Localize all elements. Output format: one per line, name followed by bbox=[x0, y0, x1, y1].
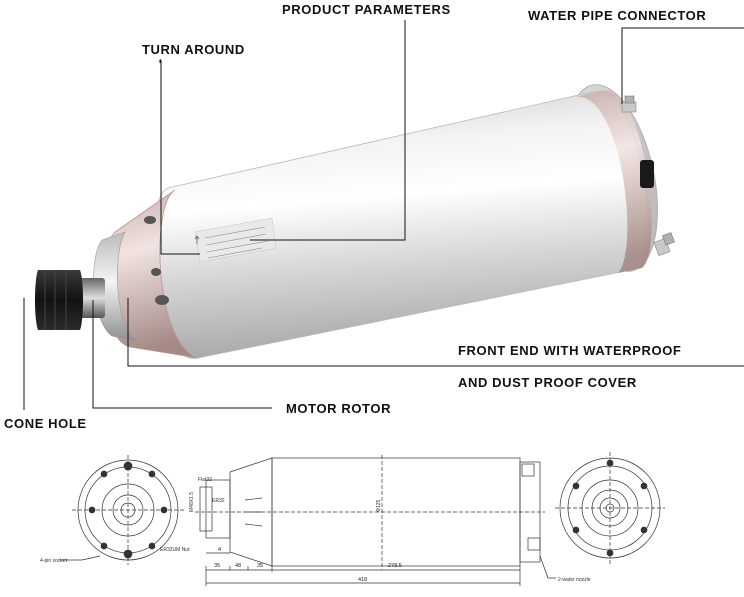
dim-418: 418 bbox=[358, 577, 367, 583]
dim-48: 48 bbox=[235, 563, 241, 569]
technical-drawing bbox=[60, 452, 665, 586]
drawing-diameter-label: Φ125 bbox=[376, 499, 382, 512]
dim-35b: 35 bbox=[257, 563, 263, 569]
water-connector-bottom bbox=[653, 232, 675, 257]
collar-hole bbox=[155, 295, 169, 305]
dim-35a: 35 bbox=[214, 563, 220, 569]
power-socket bbox=[640, 160, 654, 188]
callout-cone-hole: CONE HOLE bbox=[4, 416, 87, 431]
side-view bbox=[195, 455, 556, 586]
dim-4: 4 bbox=[218, 547, 221, 553]
drawing-nozzle-label: 2-water nozzle bbox=[558, 577, 591, 583]
callout-product-parameters: PRODUCT PARAMETERS bbox=[282, 2, 451, 17]
front-view bbox=[60, 455, 184, 565]
collar-hole bbox=[151, 268, 161, 276]
callout-motor-rotor: MOTOR ROTOR bbox=[286, 401, 392, 416]
callout-turn-around: TURN AROUND bbox=[142, 42, 245, 57]
drawing-nut-label: ER32UM Nut bbox=[160, 547, 190, 553]
drawing-thread-label: M48X1.5 bbox=[189, 492, 195, 512]
callout-leaders bbox=[23, 20, 744, 410]
callout-water-pipe-connector: WATER PIPE CONNECTOR bbox=[528, 8, 707, 23]
drawing-flat-label: Flat32 bbox=[198, 477, 212, 483]
callout-front-end-line2: AND DUST PROOF COVER bbox=[458, 375, 637, 390]
collet-nut bbox=[35, 270, 83, 330]
drawing-socket-label: 4-pin socket bbox=[40, 558, 68, 564]
rear-view bbox=[555, 452, 665, 564]
collar-hole bbox=[144, 216, 156, 224]
drawing-collet-label: ER32 bbox=[212, 498, 225, 504]
dim-278: 278.5 bbox=[388, 563, 402, 569]
spindle-body bbox=[35, 84, 675, 359]
callout-front-end-line1: FRONT END WITH WATERPROOF bbox=[458, 343, 682, 358]
water-connector-top bbox=[621, 95, 637, 113]
nameplate bbox=[194, 217, 277, 263]
